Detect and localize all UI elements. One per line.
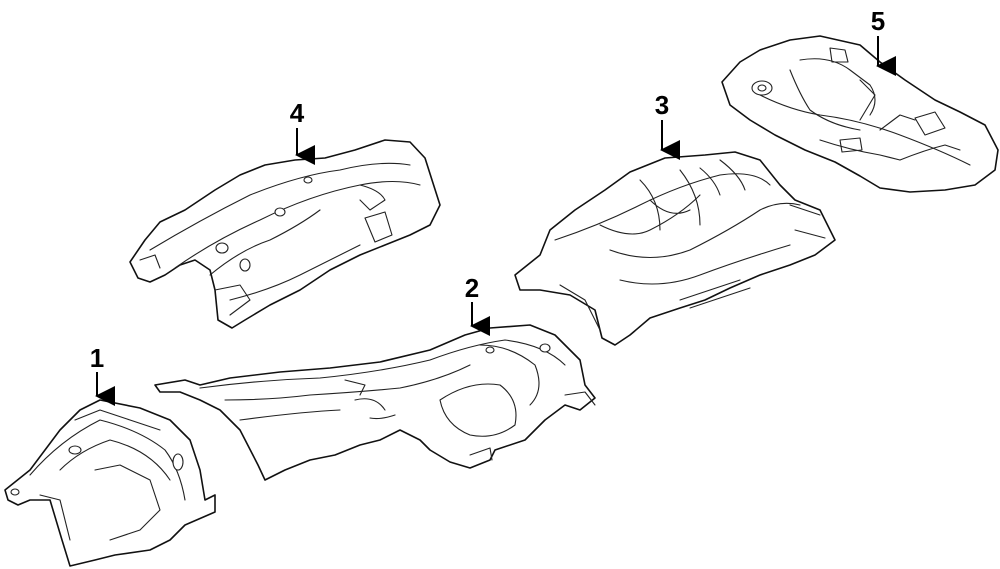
callout-3: 3 <box>655 90 669 120</box>
callout-leaders <box>95 36 896 406</box>
heat-shield-floor[interactable] <box>514 151 836 346</box>
callout-labels: 1 2 3 4 5 <box>90 6 885 373</box>
callout-2: 2 <box>465 273 479 303</box>
callout-5: 5 <box>871 6 885 36</box>
callout-1: 1 <box>90 343 104 373</box>
callout-4: 4 <box>290 98 305 128</box>
heat-shield-front[interactable] <box>4 399 216 567</box>
heat-shield-rear[interactable] <box>721 35 999 193</box>
heat-shield-center[interactable] <box>154 324 596 481</box>
heat-shield-upper[interactable] <box>129 139 441 329</box>
